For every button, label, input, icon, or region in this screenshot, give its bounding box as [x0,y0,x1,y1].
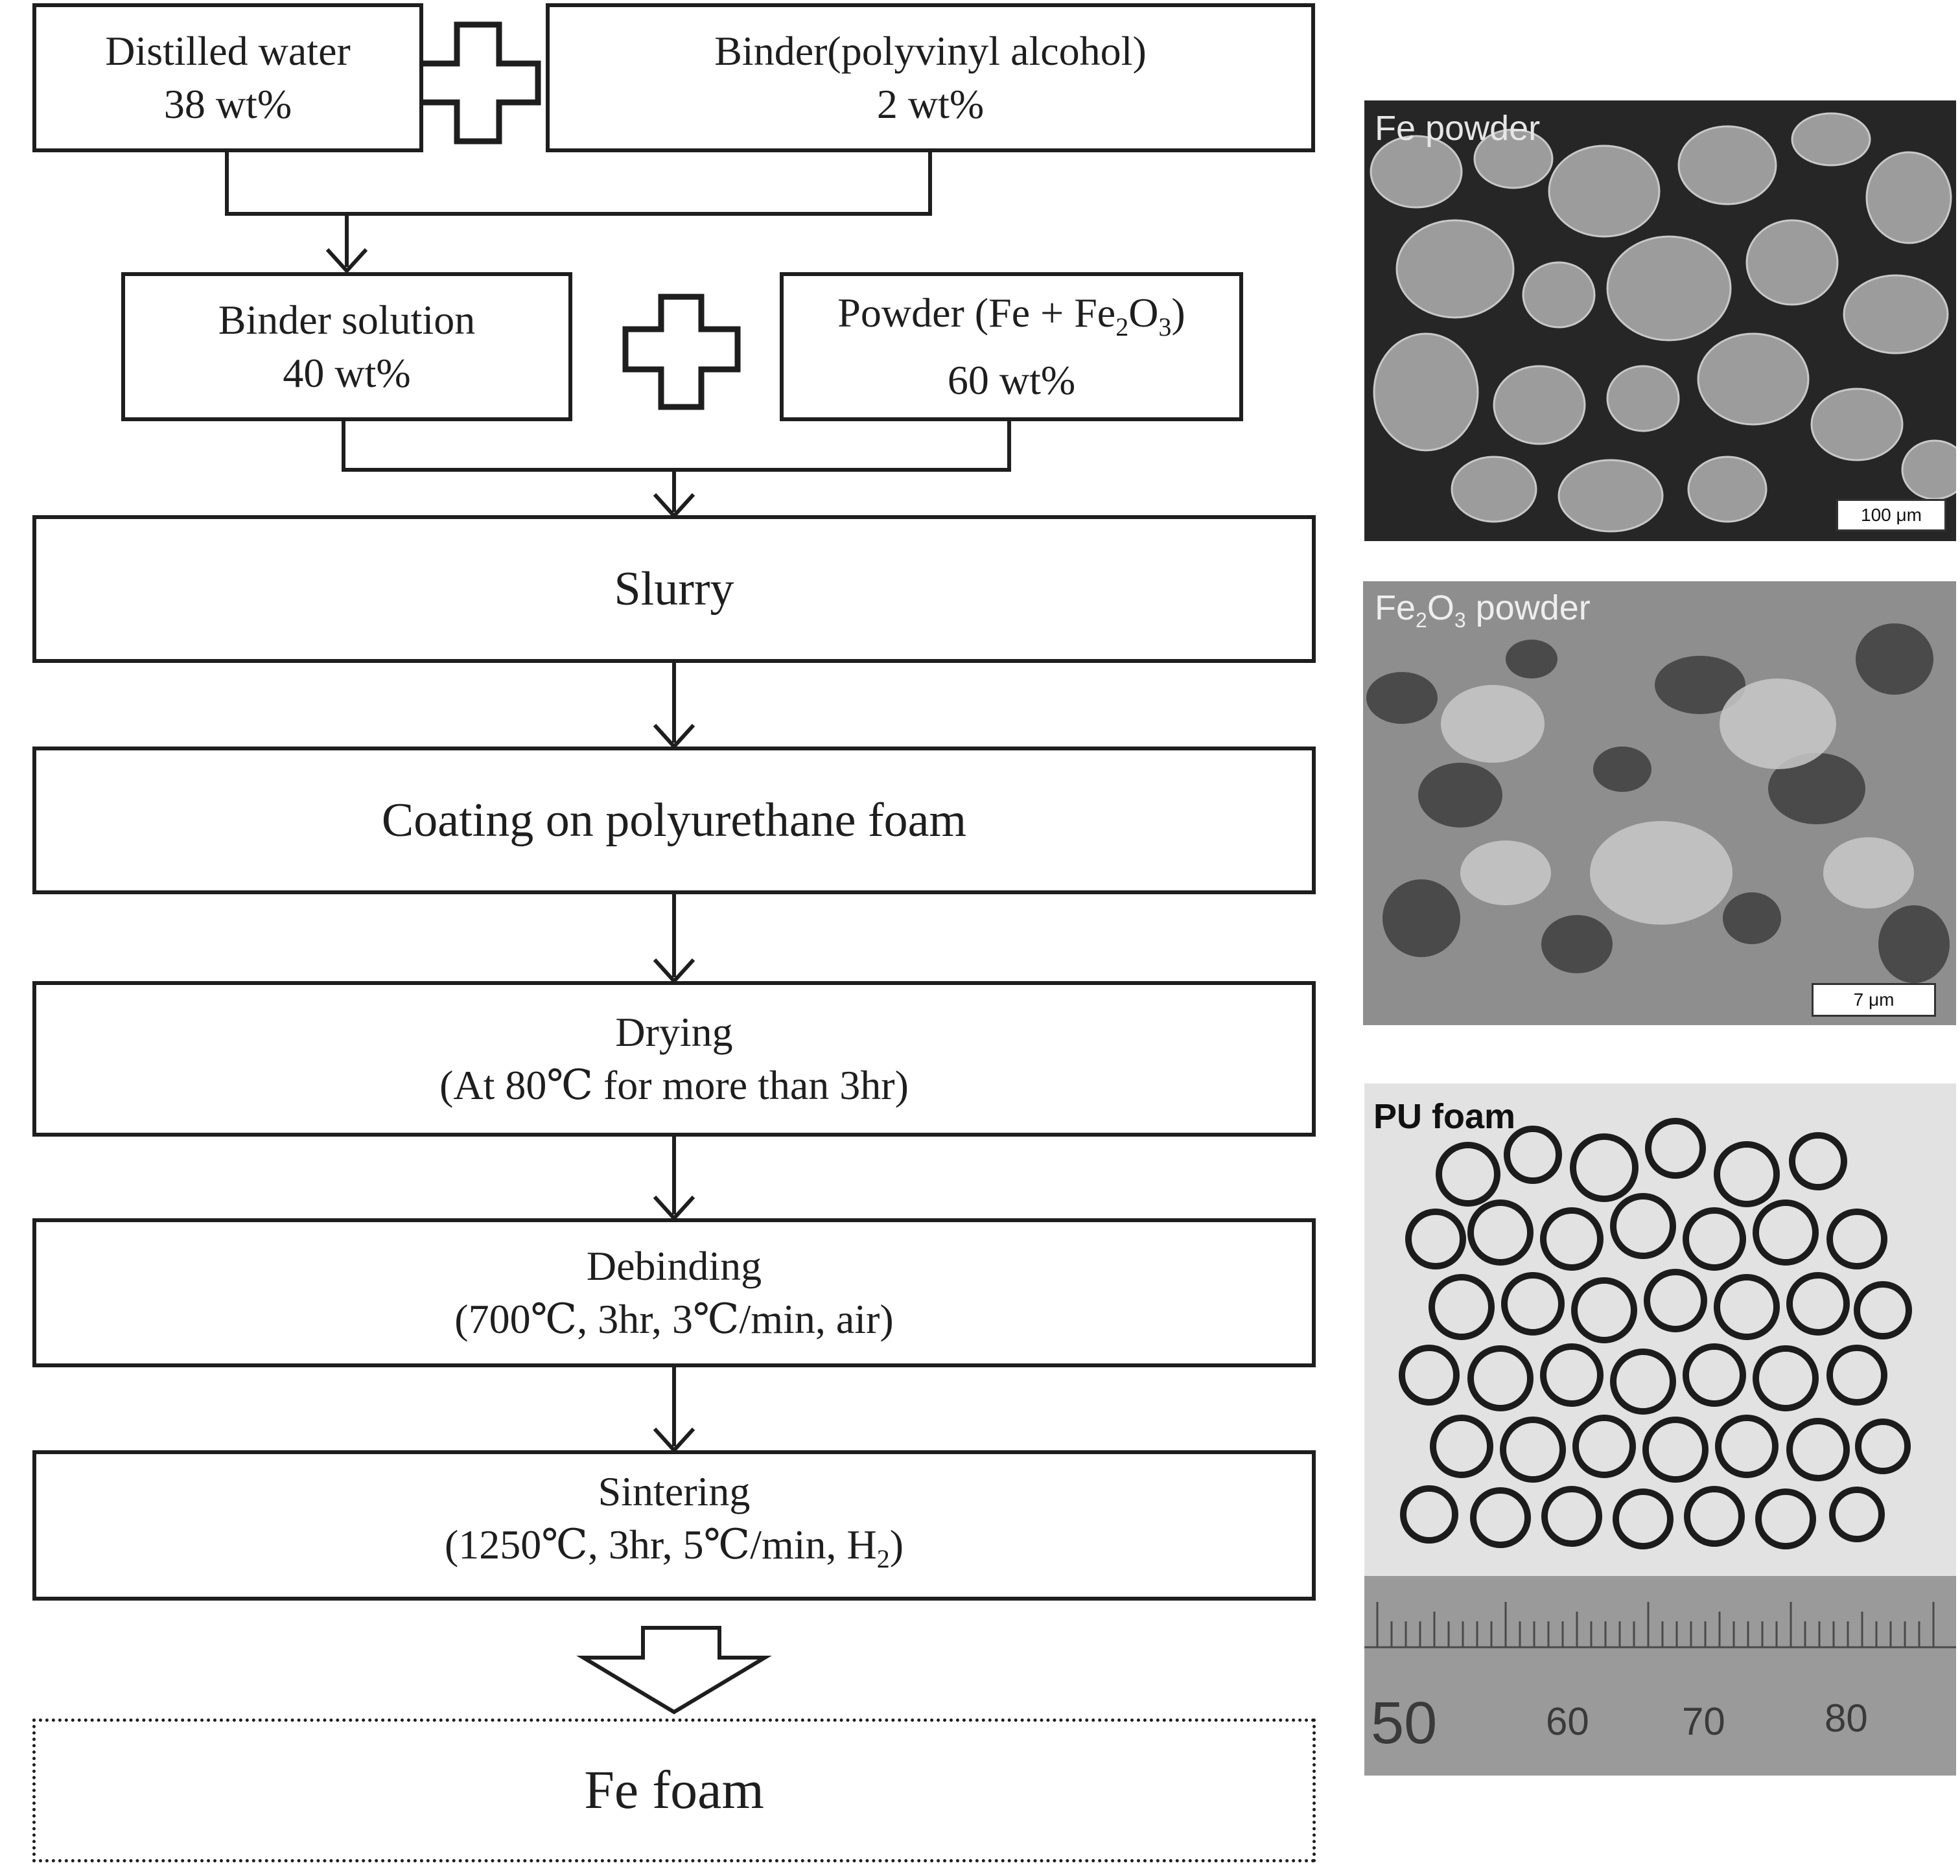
ruler-number-70: 70 [1682,1700,1725,1743]
ruler-number-60: 60 [1546,1700,1589,1743]
coating-label: Coating on polyurethane foam [381,794,967,847]
binder-solution-amount: 40 wt% [283,350,411,396]
fe-powder-texture [1364,100,1956,541]
fe2o3-powder-sem-image: Fe2O3 powder 7 μm [1363,581,1956,1025]
drying-box: Drying (At 80℃ for more than 3hr) [32,981,1316,1137]
pu-foam-photo: PU foam 50 60 70 80 [1364,1083,1956,1776]
binder-solution-label: Binder solution [218,297,476,343]
debinding-label: Debinding [586,1243,762,1289]
fe2o3-powder-texture [1363,581,1956,1025]
powder-amount: 60 wt% [947,356,1076,403]
slurry-box: Slurry [32,515,1316,663]
fe-powder-sem-image: Fe powder 100 μm [1364,100,1956,541]
powder-label: Powder (Fe + Fe2O3) [837,290,1185,342]
plus-icon-top [415,21,541,145]
merge-line-2 [342,421,1011,472]
distilled-water-label: Distilled water [105,28,351,74]
binder-box: Binder(polyvinyl alcohol) 2 wt% [546,3,1315,152]
fe-powder-scale-bar: 100 μm [1836,499,1946,531]
sintering-label: Sintering [598,1468,751,1515]
powder-box: Powder (Fe + Fe2O3) 60 wt% [780,272,1243,421]
distilled-water-amount: 38 wt% [163,81,292,127]
drying-condition: (At 80℃ for more than 3hr) [439,1062,909,1108]
debinding-box: Debinding (700℃, 3hr, 3℃/min, air) [32,1218,1316,1367]
plus-icon-middle [622,294,741,410]
sintering-box: Sintering (1250℃, 3hr, 5℃/min, H2) [32,1450,1316,1601]
pu-foam-texture [1364,1083,1956,1776]
fe-powder-label: Fe powder [1375,109,1541,148]
fe2o3-powder-label: Fe2O3 powder [1375,588,1591,632]
block-arrow-icon [576,1626,772,1715]
fe2o3-powder-scale-bar: 7 μm [1812,983,1936,1017]
pu-foam-label: PU foam [1373,1097,1516,1136]
ruler-number-80: 80 [1825,1697,1868,1740]
distilled-water-box: Distilled water 38 wt% [32,3,423,152]
fe-foam-box: Fe foam [32,1719,1316,1862]
binder-label: Binder(polyvinyl alcohol) [714,28,1147,74]
ruler-number-50: 50 [1371,1690,1438,1756]
merge-line-1 [225,150,932,216]
coating-box: Coating on polyurethane foam [32,747,1316,894]
sintering-condition: (1250℃, 3hr, 5℃/min, H2) [444,1522,904,1573]
binder-solution-box: Binder solution 40 wt% [121,272,572,421]
drying-label: Drying [615,1009,733,1055]
fe-foam-label: Fe foam [584,1760,764,1820]
binder-amount: 2 wt% [876,81,985,127]
debinding-condition: (700℃, 3hr, 3℃/min, air) [454,1296,894,1342]
slurry-label: Slurry [614,562,734,616]
